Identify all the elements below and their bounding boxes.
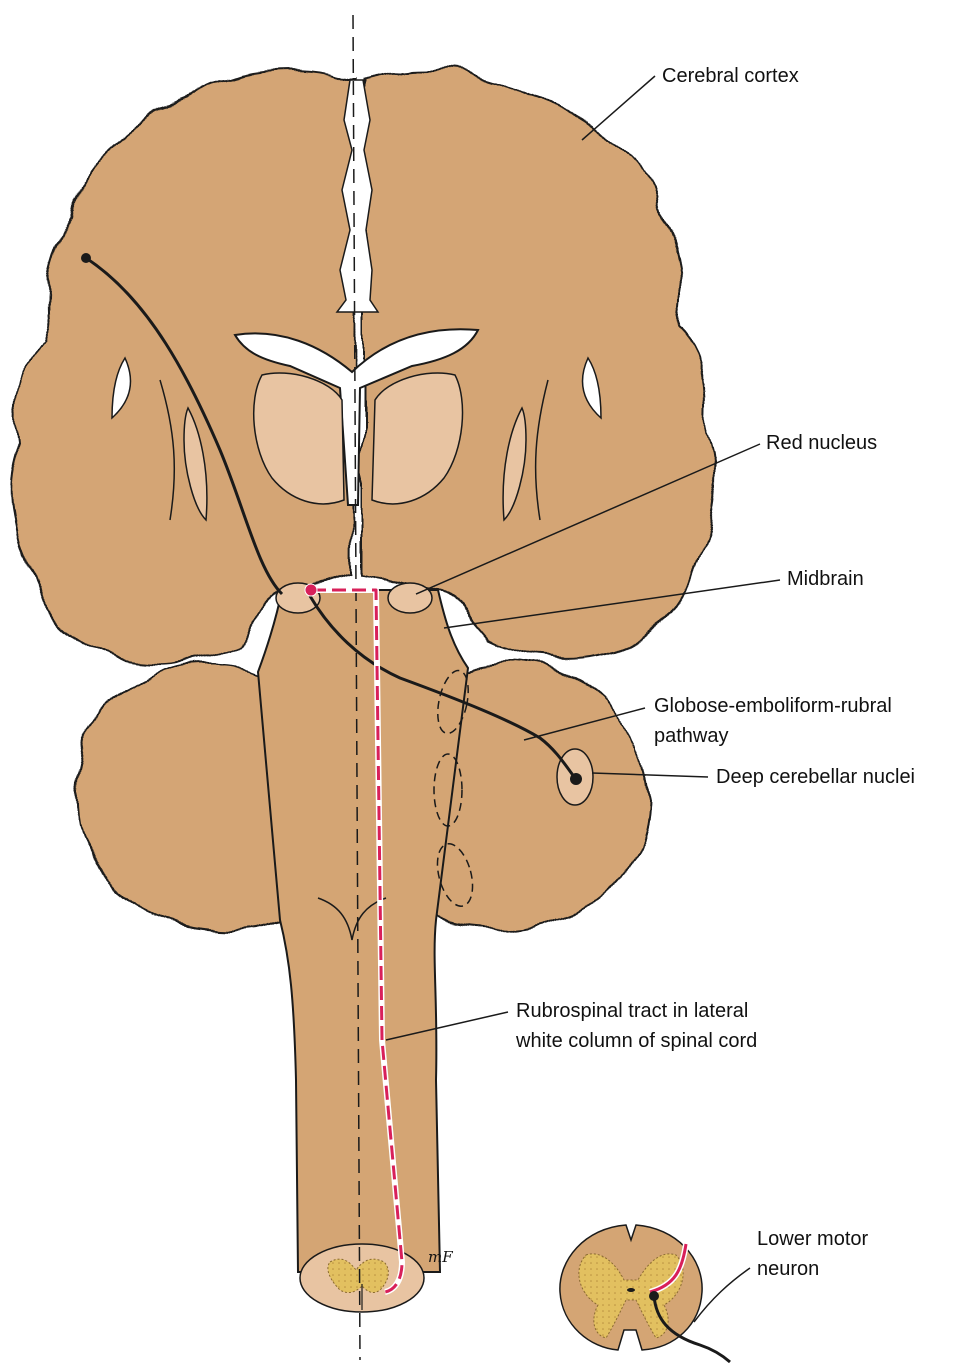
lateral-sulcus-right: [581, 356, 602, 420]
midline: [352, 14, 361, 1361]
thalamus-right: [371, 372, 464, 505]
deep-nucleus-neuron: [570, 773, 582, 785]
label-lower-motor-line2: neuron: [757, 1258, 819, 1280]
insula-right: [502, 406, 527, 522]
gray-matter-lower: [327, 1258, 389, 1293]
label-globose-line2: pathway: [654, 725, 729, 747]
internal-capsule-line-left: [159, 379, 176, 521]
label-lower-motor-line1: Lower motor: [757, 1228, 868, 1250]
leader-red-nucleus: [415, 443, 761, 595]
globose-emboliform-rubral-fiber: [308, 595, 577, 779]
internal-capsule-line-right: [534, 379, 549, 521]
leader-midbrain: [443, 579, 781, 629]
fourth-ventricle-mark: [317, 897, 387, 941]
cerebrum: [9, 67, 715, 665]
globose-nucleus-outline: [436, 843, 474, 907]
lateral-ventricles: [233, 328, 480, 506]
label-midbrain: Midbrain: [787, 568, 864, 590]
label-globose-line1: Globose-emboliform-rubral: [654, 695, 892, 717]
cortical-neuron: [81, 253, 91, 263]
leader-rubrospinal: [385, 1011, 509, 1041]
artist-mark: mF: [428, 1248, 453, 1266]
rubrospinal-tract: [304, 583, 405, 1295]
spinal-cord-section-lower: [299, 1243, 425, 1313]
red-nucleus-right: [387, 582, 433, 614]
leader-lower-motor: [693, 1267, 751, 1323]
leader-globose: [523, 707, 646, 741]
corticorubral-fiber: [85, 256, 284, 596]
cerebral-hemispheres-right: [361, 67, 715, 659]
emboliform-nucleus-outline: [433, 753, 463, 827]
leader-lines: [385, 75, 781, 1323]
brainstem-spinal-cord: [256, 589, 470, 1273]
thalamus-left: [253, 372, 345, 505]
label-red-nucleus: Red nucleus: [766, 432, 877, 454]
leader-deep-nuclei: [591, 772, 709, 778]
red-nucleus-neuron: [304, 583, 318, 597]
lower-motor-neuron-axon: [652, 1295, 731, 1364]
leader-cerebral-cortex: [581, 75, 656, 141]
label-rubrospinal-line2: white column of spinal cord: [515, 1030, 757, 1052]
label-cerebral-cortex: Cerebral cortex: [662, 65, 799, 87]
spinal-cord-cross-section: [559, 1224, 731, 1364]
gray-matter-section: [578, 1253, 684, 1339]
longitudinal-fissure: [335, 79, 380, 313]
label-deep-cerebellar-nuclei: Deep cerebellar nuclei: [716, 766, 915, 788]
insula-left: [183, 406, 208, 522]
label-rubrospinal-line1: Rubrospinal tract in lateral: [516, 1000, 748, 1022]
lateral-sulcus-left: [111, 356, 132, 420]
cerebral-hemispheres: [9, 69, 357, 665]
